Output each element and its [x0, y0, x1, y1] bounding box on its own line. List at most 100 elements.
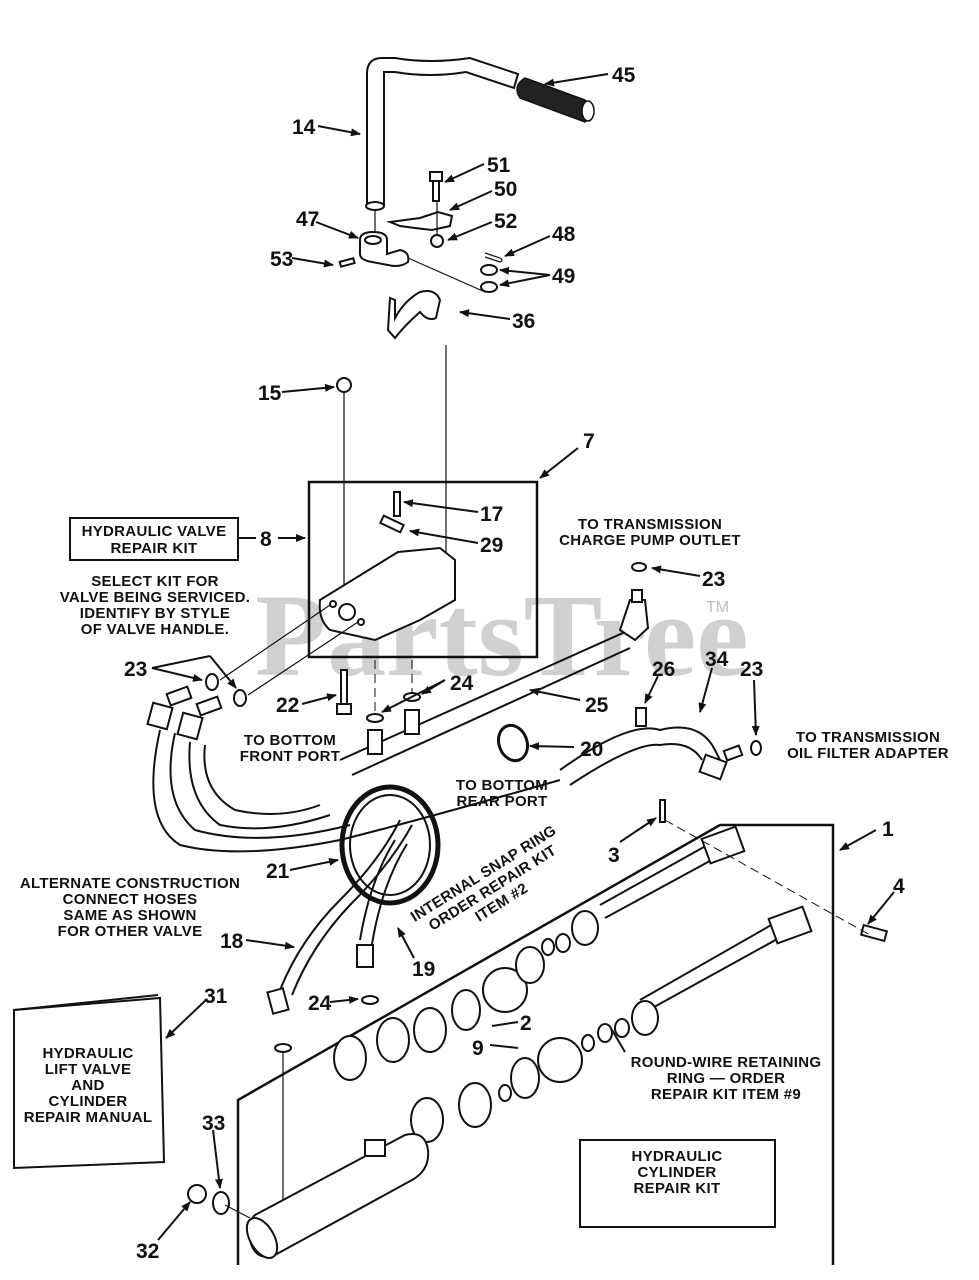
- svg-text:HYDRAULIC VALVE: HYDRAULIC VALVE: [82, 523, 227, 540]
- callout-49[interactable]: 49: [552, 265, 575, 288]
- washers-part-49[interactable]: [480, 264, 498, 293]
- pin-part-17[interactable]: [393, 491, 401, 517]
- callout-23-filter[interactable]: 23: [740, 658, 763, 681]
- fitting-charge-pump[interactable]: [618, 589, 650, 642]
- callout-8[interactable]: 8: [260, 528, 272, 551]
- front-port-note: TO BOTTOM FRONT PORT: [240, 732, 340, 765]
- callout-1[interactable]: 1: [882, 818, 894, 841]
- svg-text:SELECT KIT FOR: SELECT KIT FOR: [91, 573, 219, 590]
- callout-24-lower[interactable]: 24: [308, 992, 332, 1015]
- svg-text:HYDRAULIC: HYDRAULIC: [42, 1045, 133, 1062]
- callout-52[interactable]: 52: [494, 210, 517, 233]
- hose-part-25[interactable]: [339, 631, 631, 776]
- callout-24-upper[interactable]: 24: [450, 672, 474, 695]
- svg-text:ALTERNATE CONSTRUCTION: ALTERNATE CONSTRUCTION: [20, 875, 240, 892]
- callout-17[interactable]: 17: [480, 503, 503, 526]
- callout-36[interactable]: 36: [512, 310, 535, 333]
- cylinder-assembly-frame: [236, 823, 835, 1265]
- callout-7[interactable]: 7: [583, 430, 595, 453]
- cylinder-body[interactable]: [241, 1133, 430, 1263]
- svg-text:CONNECT HOSES: CONNECT HOSES: [63, 891, 198, 908]
- callout-9[interactable]: 9: [472, 1037, 484, 1060]
- svg-text:CHARGE PUMP OUTLET: CHARGE PUMP OUTLET: [559, 532, 741, 549]
- washer-part-33[interactable]: [212, 1191, 230, 1215]
- callout-3[interactable]: 3: [608, 844, 620, 867]
- alternate-construction-note: ALTERNATE CONSTRUCTION CONNECT HOSES SAM…: [20, 875, 240, 940]
- hoses-left-pair[interactable]: [146, 685, 561, 853]
- pin-part-29[interactable]: [379, 514, 405, 534]
- round-wire-note: ROUND-WIRE RETAINING RING — ORDER REPAIR…: [631, 1054, 822, 1103]
- seal-kit-part-9[interactable]: [410, 1000, 659, 1143]
- callout-51[interactable]: 51: [487, 154, 511, 177]
- svg-text:HYDRAULIC: HYDRAULIC: [631, 1148, 722, 1165]
- bolt-part-51[interactable]: [429, 171, 443, 202]
- bolt-part-22[interactable]: [336, 669, 352, 715]
- hose-part-34[interactable]: [559, 726, 744, 786]
- coiled-hose-part-21[interactable]: [339, 784, 441, 906]
- callout-31[interactable]: 31: [204, 985, 228, 1008]
- stop-plate-part-50[interactable]: [386, 210, 454, 232]
- callout-23-left[interactable]: 23: [124, 658, 147, 681]
- lift-handle-part-14[interactable]: [365, 56, 520, 211]
- callout-4[interactable]: 4: [893, 875, 905, 898]
- svg-text:ROUND-WIRE RETAINING: ROUND-WIRE RETAINING: [631, 1054, 822, 1071]
- callout-26[interactable]: 26: [652, 658, 675, 681]
- callout-47[interactable]: 47: [296, 208, 319, 231]
- cotter-pin-part-3[interactable]: [659, 799, 666, 823]
- callout-48[interactable]: 48: [552, 223, 576, 246]
- svg-text:REAR PORT: REAR PORT: [456, 793, 547, 810]
- valve-assembly-box: [307, 480, 539, 659]
- callout-32[interactable]: 32: [136, 1240, 159, 1263]
- leader-lines: [151, 73, 895, 1241]
- cylinder-rods[interactable]: [599, 825, 813, 1013]
- callout-22[interactable]: 22: [276, 694, 299, 717]
- hose-part-19[interactable]: [356, 839, 408, 968]
- collar-part-47[interactable]: [359, 230, 410, 267]
- callout-18[interactable]: 18: [220, 930, 244, 953]
- seal-kit-part-2[interactable]: [333, 910, 599, 1081]
- callout-25[interactable]: 25: [585, 694, 609, 717]
- svg-text:RING — ORDER: RING — ORDER: [667, 1070, 786, 1087]
- rear-port-note: TO BOTTOM REAR PORT: [456, 777, 548, 810]
- valve-body[interactable]: [318, 546, 456, 642]
- cylinder-repair-kit-label: HYDRAULIC CYLINDER REPAIR KIT: [631, 1148, 722, 1197]
- hose-part-18[interactable]: [266, 819, 413, 1015]
- lever-part-36[interactable]: [386, 290, 442, 340]
- washer-part-23-top[interactable]: [631, 562, 647, 572]
- washer-part-23-right[interactable]: [750, 740, 762, 756]
- clevis-pin-part-4[interactable]: [859, 923, 889, 943]
- svg-text:LIFT VALVE: LIFT VALVE: [45, 1061, 132, 1078]
- callout-23-charge[interactable]: 23: [702, 568, 725, 591]
- callout-19[interactable]: 19: [412, 958, 435, 981]
- svg-text:TO BOTTOM: TO BOTTOM: [244, 732, 336, 749]
- washers-part-23-left[interactable]: [205, 673, 247, 707]
- callout-45[interactable]: 45: [612, 64, 636, 87]
- svg-text:CYLINDER: CYLINDER: [637, 1164, 716, 1181]
- callout-53[interactable]: 53: [270, 248, 293, 271]
- svg-text:VALVE BEING SERVICED.: VALVE BEING SERVICED.: [60, 589, 251, 606]
- callout-2[interactable]: 2: [520, 1012, 532, 1035]
- snap-ring-part-20[interactable]: [494, 721, 533, 764]
- clamp-part-26[interactable]: [635, 707, 647, 727]
- callout-50[interactable]: 50: [494, 178, 517, 201]
- callout-33[interactable]: 33: [202, 1112, 225, 1135]
- callout-21[interactable]: 21: [266, 860, 290, 883]
- callout-20[interactable]: 20: [580, 738, 603, 761]
- svg-text:REPAIR KIT: REPAIR KIT: [634, 1180, 721, 1197]
- washer-part-24-lower[interactable]: [361, 995, 379, 1005]
- cylinder-repair-kit-box: [579, 1139, 776, 1228]
- repair-manual-part-31[interactable]: [13, 994, 166, 1170]
- callout-15[interactable]: 15: [258, 382, 282, 405]
- nut-part-32[interactable]: [187, 1184, 207, 1204]
- cotter-pin-part-48[interactable]: [484, 252, 503, 263]
- fittings-bottom-ports[interactable]: [367, 709, 420, 755]
- nut-part-15[interactable]: [336, 377, 352, 393]
- nut-part-52[interactable]: [430, 234, 444, 248]
- callout-29[interactable]: 29: [480, 534, 503, 557]
- roll-pin-part-53[interactable]: [338, 257, 356, 268]
- handle-grip-part-45[interactable]: [516, 77, 595, 123]
- callout-14[interactable]: 14: [292, 116, 316, 139]
- callout-34[interactable]: 34: [705, 648, 729, 671]
- washer-part-23-lower[interactable]: [274, 1043, 292, 1053]
- valve-repair-kit-label: HYDRAULIC VALVE REPAIR KIT: [82, 523, 227, 557]
